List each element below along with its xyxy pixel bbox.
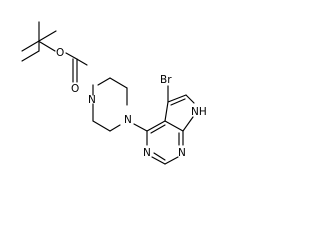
bond-tbu-methyl-right bbox=[38, 30, 57, 42]
atom-n-pyrimidine-1: N bbox=[178, 147, 186, 159]
bond-tbu-o bbox=[39, 41, 56, 52]
bond-pyr-c4-c4a-inner bbox=[150, 124, 166, 134]
atom-o-carbonyl: O bbox=[71, 83, 79, 95]
bond-pip-n4-pyrimidine bbox=[133, 123, 148, 132]
bond-pyr-n3-c2 bbox=[151, 156, 166, 165]
bond-pip-n4-c5 bbox=[109, 124, 121, 132]
bond-pyr-c2-n1 bbox=[164, 156, 179, 165]
bond-tbu-methyl-lower bbox=[21, 50, 40, 62]
bond-pyrrole-c5-c6-inner bbox=[170, 98, 186, 106]
atom-n-pyrimidine-3: N bbox=[143, 147, 151, 159]
bond-pyrrole-c5-c6 bbox=[167, 94, 187, 103]
bond-pip-c5-c6 bbox=[92, 120, 111, 132]
bond-tbu-methyl-left bbox=[21, 40, 40, 52]
molecule-structure-diagram: O O N N Br N N NH bbox=[21, 21, 207, 165]
atom-labels: O O N N Br N N NH bbox=[56, 47, 207, 159]
atom-n-piperazine-1: N bbox=[88, 94, 96, 106]
atom-o-ester: O bbox=[56, 47, 64, 59]
bond-pyr-c4-c4a bbox=[146, 120, 166, 132]
atom-nh-pyrrole: NH bbox=[191, 106, 207, 118]
bond-pyrrole-nh-c7a bbox=[182, 116, 194, 132]
bond-pyrrole-c6-nh bbox=[185, 94, 195, 104]
atom-br: Br bbox=[160, 74, 172, 86]
bond-carbonyl-n bbox=[74, 57, 88, 66]
bond-pip-c2-c3 bbox=[109, 77, 128, 89]
bond-pyr-c7a-c4a bbox=[164, 120, 184, 132]
bond-pip-n1-c2 bbox=[97, 77, 111, 86]
bonds bbox=[21, 21, 195, 165]
bond-pyr-n3-c2-inner bbox=[153, 152, 166, 161]
bond-pyrrole-c4a-c5 bbox=[164, 101, 169, 122]
atom-n-piperazine-4: N bbox=[124, 114, 132, 126]
bond-o-carbonyl-c bbox=[65, 52, 76, 59]
